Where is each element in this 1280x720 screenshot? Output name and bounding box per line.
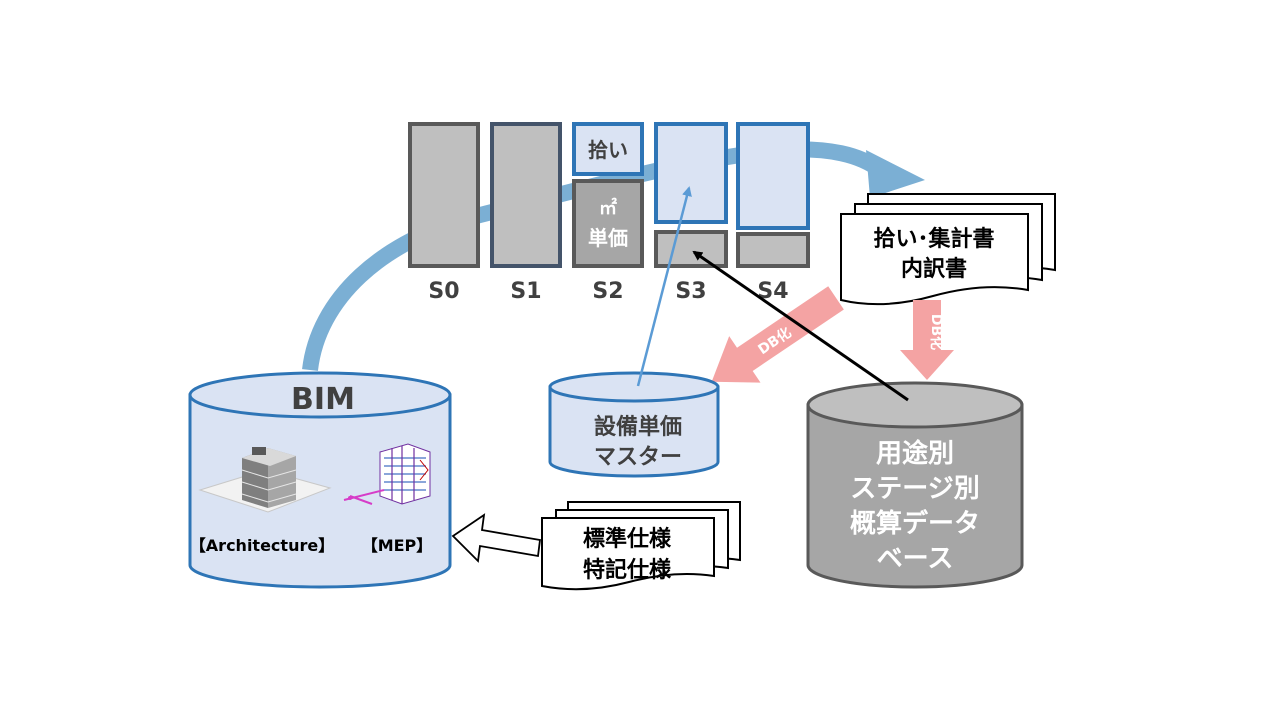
stage-label-s2: S2 <box>592 279 623 304</box>
unit-price-master-cylinder: 設備単価 マスター <box>548 371 720 478</box>
database-line4: ベース <box>877 544 954 574</box>
stage-label-s3: S3 <box>675 279 706 304</box>
report-document-stack: 拾い･集計書 内訳書 <box>840 193 1056 306</box>
db-arrow-down: DB化 <box>900 300 954 380</box>
stage-s1-box <box>490 122 562 268</box>
stage-s4-bottom-box <box>736 232 810 268</box>
stage-s3-bottom-box <box>654 230 728 268</box>
mep-label: 【MEP】 <box>362 536 433 555</box>
estimate-database-cylinder: 用途別 ステージ別 概算データ ベース <box>806 381 1024 589</box>
spec-line2: 特記仕様 <box>583 557 672 583</box>
master-line1: 設備単価 <box>594 414 682 440</box>
stage-label-s1: S1 <box>510 279 541 304</box>
stage-s2-m2-label: ㎡ <box>599 197 617 219</box>
report-line1: 拾い･集計書 <box>873 226 994 252</box>
master-to-s3-arrow <box>636 186 692 387</box>
spec-to-bim-arrow <box>451 513 541 563</box>
bim-flow-arrowhead <box>866 150 925 198</box>
stage-s2-bottom-box <box>572 179 644 268</box>
stage-s0-box <box>408 122 480 268</box>
report-line2: 内訳書 <box>901 256 967 282</box>
stage-s3-top-box <box>654 122 728 224</box>
spec-line1: 標準仕様 <box>583 526 672 552</box>
db-to-s3-arrow <box>692 250 909 402</box>
spec-document-stack: 標準仕様 特記仕様 <box>541 501 741 591</box>
stage-label-s0: S0 <box>428 279 459 304</box>
stage-s2-unit-price-label: 単価 <box>588 226 628 250</box>
stage-s2-top-label: 拾い <box>588 138 628 162</box>
stage-s4-top-box <box>736 122 810 230</box>
database-line3: 概算データ <box>850 508 980 539</box>
bim-title: BIM <box>291 382 355 417</box>
db-label-down: DB化 <box>928 314 945 350</box>
stage-s2-top-box <box>572 122 644 176</box>
database-line2: ステージ別 <box>850 474 979 504</box>
database-line1: 用途別 <box>876 438 954 469</box>
architecture-model-image <box>198 447 332 513</box>
architecture-label: 【Architecture】 <box>190 536 334 555</box>
mep-model-image <box>343 443 431 505</box>
master-line2: マスター <box>594 445 682 470</box>
